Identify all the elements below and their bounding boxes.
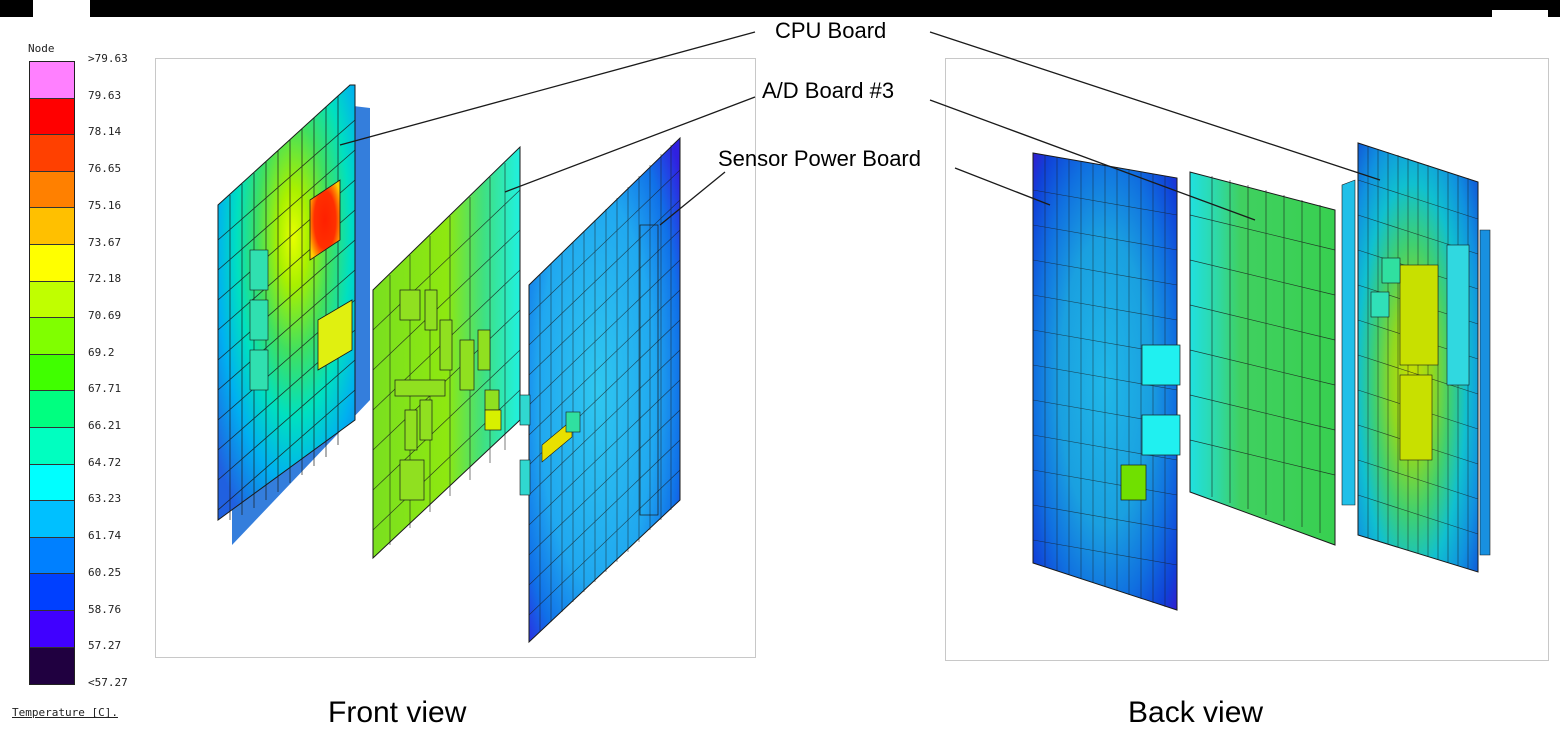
legend-tick-label: 69.2: [88, 345, 115, 359]
legend-swatch: [30, 62, 74, 99]
legend-swatch: [30, 647, 74, 685]
legend-tick-label: 63.23: [88, 492, 122, 506]
legend-tick-label: 58.76: [88, 602, 122, 616]
legend-swatch: [30, 281, 74, 319]
legend-tick-label: 64.72: [88, 455, 122, 469]
legend-tick-label: 61.74: [88, 529, 122, 543]
legend-swatch: [30, 354, 74, 392]
top-bar-left: [0, 0, 33, 17]
legend-swatch: [30, 244, 74, 282]
legend-swatch: [30, 391, 74, 428]
legend-tick-label: 70.69: [88, 308, 122, 322]
legend-title: Node: [28, 42, 55, 55]
top-bar-right-corner: [1548, 0, 1560, 17]
legend-tick-label: <57.27: [88, 675, 128, 689]
front-ad-board: [372, 145, 521, 560]
legend-color-bar: [29, 61, 75, 686]
legend-swatch: [30, 610, 74, 648]
legend-swatch: [30, 135, 74, 172]
legend-swatch: [30, 318, 74, 355]
legend-tick-label: 66.21: [88, 419, 122, 432]
legend-swatch: [30, 537, 74, 575]
legend-tick-label: 79.63: [88, 88, 122, 102]
legend-swatch: [30, 98, 74, 136]
legend-tick-label: 72.18: [88, 272, 122, 286]
back-cpu-board: [1341, 142, 1491, 573]
top-bar-main: [90, 0, 1492, 17]
callout-cpu-board: CPU Board: [775, 18, 887, 43]
back-ad-board: [1189, 171, 1336, 546]
legend-tick-label: 78.14: [88, 125, 122, 139]
legend-swatch: [30, 427, 74, 465]
legend-swatch: [30, 208, 74, 245]
legend-swatch: [30, 171, 74, 209]
legend-swatch: [30, 501, 74, 538]
legend-tick-label: 76.65: [88, 162, 122, 176]
caption-back-view: Back view: [1128, 696, 1264, 729]
callout-ad-board: A/D Board #3: [762, 78, 895, 103]
legend-unit-label: Temperature [C].: [12, 706, 118, 719]
legend-swatch: [30, 574, 74, 611]
top-bar-right-edge: [1492, 0, 1548, 10]
legend-swatch: [30, 464, 74, 502]
legend-tick-label: 75.16: [88, 198, 122, 212]
back-sensor-power-board: [1032, 152, 1181, 611]
legend-tick-label: 60.25: [88, 565, 122, 579]
legend-tick-label: 57.27: [88, 639, 122, 653]
legend-tick-label: 73.67: [88, 235, 122, 249]
legend-tick-label: >79.63: [88, 52, 128, 65]
callout-leader-lines: [339, 31, 1381, 226]
legend-tick-label: 67.71: [88, 382, 122, 396]
front-cpu-board: [217, 84, 370, 545]
callout-sensor-power-board: Sensor Power Board: [718, 146, 921, 171]
caption-front-view: Front view: [328, 696, 467, 729]
front-sensor-power-board: [519, 136, 681, 644]
